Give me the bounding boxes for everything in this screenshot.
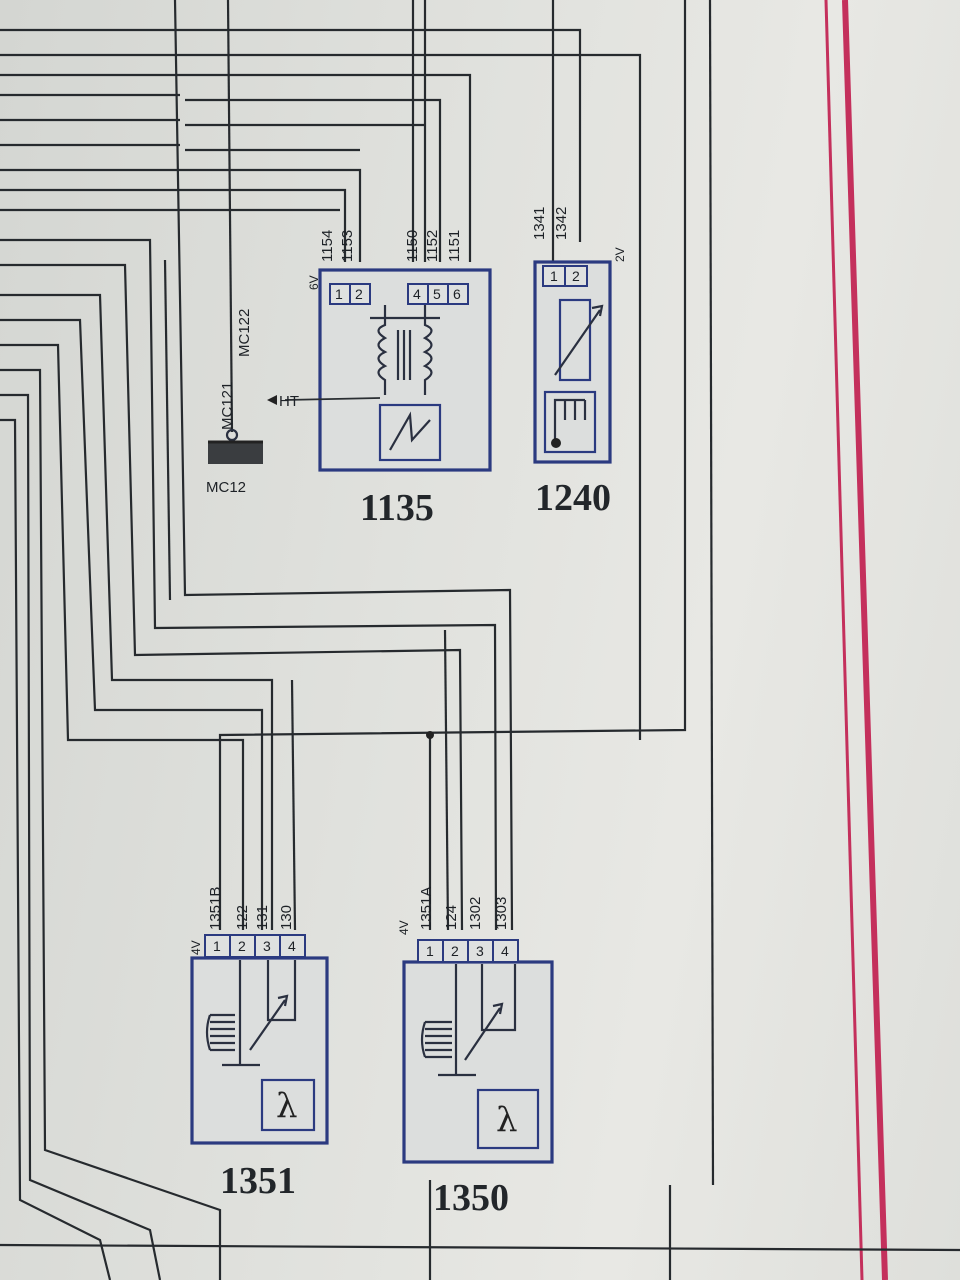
ground-label: MC12: [206, 479, 246, 496]
c1350-lambda-icon: λ: [496, 1100, 518, 1140]
spark-module-box: [378, 403, 442, 462]
c1351-sense-loop: [266, 960, 297, 1022]
wire-harness-top: [0, 0, 715, 1186]
ground-wire-label-2: MC122: [236, 309, 253, 357]
c1350-wire-4: 1303: [493, 897, 510, 930]
component-1351: 4V 1351B 122 131 130 1 2 3 4 λ 1351: [189, 887, 329, 1202]
thermistor-box: [558, 298, 592, 382]
c1351-pin-4: [279, 934, 306, 958]
c1350-lambda-box: [476, 1088, 540, 1150]
c1350-ways: 4V: [397, 920, 411, 935]
c1135-wire-5: 1152: [424, 230, 441, 262]
c1351-number: 1351: [220, 1160, 296, 1202]
heater-element-icon: [205, 960, 260, 1067]
c1240-pin-2: [564, 265, 588, 287]
c1351-lambda-icon: λ: [276, 1086, 298, 1126]
c1350-pin-1-label: 1: [426, 943, 434, 959]
c1135-pin-6-label: 6: [453, 286, 461, 302]
c1350-wire-1: 1351A: [418, 887, 435, 930]
c1240-pin-2-label: 2: [572, 268, 580, 284]
splice-node-icon: [426, 731, 434, 739]
c1135-pin-6: [447, 283, 469, 305]
c1240-wire-1: 1341: [531, 207, 548, 240]
ht-label: HT: [279, 393, 299, 410]
component-1350: 4V 1351A 124 1302 1303 1 2 3 4 λ 1350: [397, 887, 554, 1219]
c1351-variable-resistor-icon: [249, 994, 289, 1051]
c1351-pin-4-label: 4: [288, 938, 296, 954]
c1135-pin-4-label: 4: [413, 286, 421, 302]
c1351-lambda-box: [260, 1078, 316, 1132]
c1351-wire-4: 130: [278, 905, 295, 930]
c1135-wire-4: 1150: [404, 230, 421, 262]
c1350-pin-3-label: 3: [476, 943, 484, 959]
page-margin-lines: [824, 0, 888, 1280]
ignition-coil-icon: [370, 305, 440, 395]
ground-wire-label-1: MC121: [219, 382, 236, 430]
ht-output-line: [284, 397, 381, 401]
variable-resistor-icon: [554, 304, 604, 376]
c1350-heater-element-icon: [420, 964, 476, 1077]
c1135-pin-2: [349, 283, 371, 305]
c1350-pin-4: [492, 939, 519, 963]
c1351-pin-2-label: 2: [238, 938, 246, 954]
c1351-wire-2: 122: [234, 905, 251, 930]
c1351-pin-1-label: 1: [213, 938, 221, 954]
c1240-number: 1240: [535, 477, 611, 519]
margin-line-outer: [842, 0, 888, 1280]
c1135-ways: 6V: [307, 275, 321, 290]
ground-node-icon: [225, 428, 239, 442]
spark-icon: [389, 411, 431, 451]
c1350-variable-resistor-icon: [464, 1002, 504, 1061]
ground-block-icon: [208, 442, 263, 464]
c1135-wire-2: 1153: [339, 230, 356, 262]
c1351-ways: 4V: [189, 940, 203, 955]
c1135-wire-1: 1154: [319, 230, 336, 262]
c1135-wire-6: 1151: [446, 230, 463, 262]
temperature-sensor-icon: [543, 390, 597, 454]
c1350-pin-2-label: 2: [451, 943, 459, 959]
c1351-wire-1: 1351B: [207, 887, 224, 930]
c1350-sense-loop: [480, 964, 517, 1032]
wire-harness-left: [0, 238, 960, 1280]
component-1135: 6V 1154 1153 1150 1152 1151 1 2 4 5 6 HT: [267, 230, 492, 529]
c1240-ways: 2V: [613, 247, 627, 262]
margin-line-inner: [824, 0, 864, 1280]
c1350-wire-3: 1302: [467, 897, 484, 930]
c1351-pin-3-label: 3: [263, 938, 271, 954]
c1350-pin-4-label: 4: [501, 943, 509, 959]
c1135-number: 1135: [360, 487, 434, 529]
c1240-housing: [533, 260, 612, 464]
c1350-wire-2: 124: [443, 905, 460, 930]
c1135-pin-5-label: 5: [433, 286, 441, 302]
c1135-pin-1-label: 1: [335, 286, 343, 302]
c1240-pin-1-label: 1: [550, 268, 558, 284]
c1350-number: 1350: [433, 1177, 509, 1219]
c1240-wire-2: 1342: [553, 207, 570, 240]
ground-mc12: MC12 MC121 MC122: [206, 309, 263, 496]
c1135-pin-2-label: 2: [355, 286, 363, 302]
c1351-wire-3: 131: [254, 905, 271, 930]
ht-arrow-icon: [267, 395, 277, 405]
component-1240: 1341 1342 2V 1 2 1240: [531, 207, 627, 519]
